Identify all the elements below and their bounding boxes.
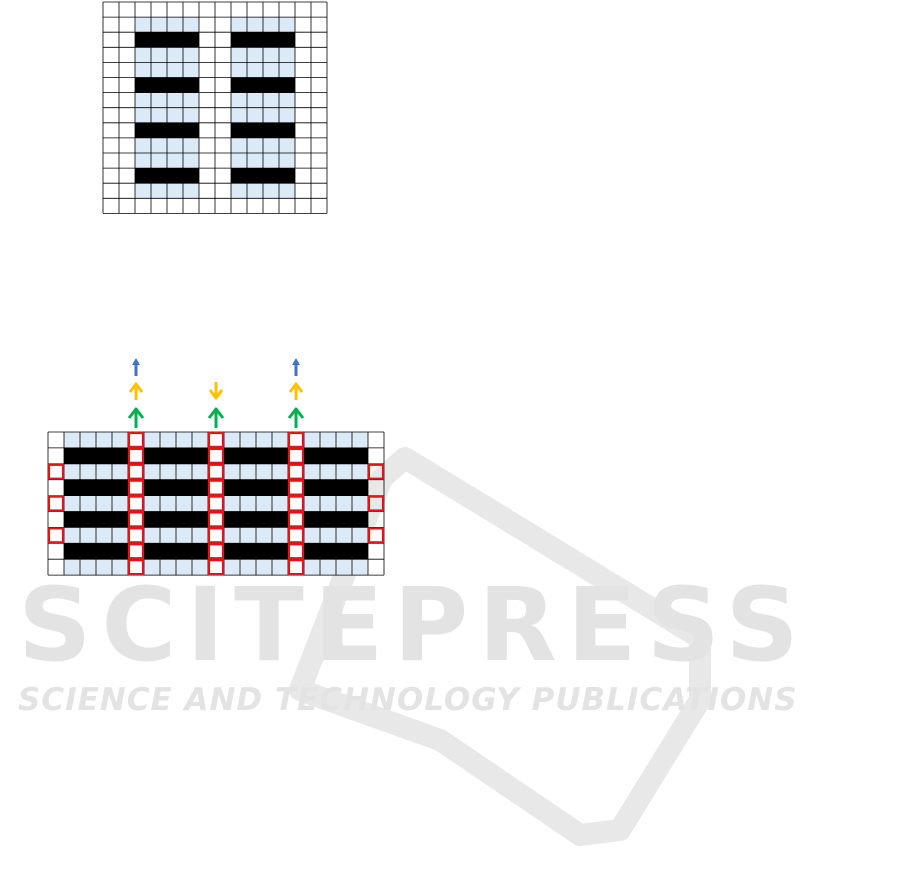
highlighted-cell bbox=[289, 449, 303, 463]
highlighted-cell bbox=[289, 433, 303, 447]
watermark-title: SCITEPRESS bbox=[18, 566, 809, 685]
highlighted-cell bbox=[209, 513, 223, 527]
highlighted-cell bbox=[289, 528, 303, 542]
blue-up-arrow-icon bbox=[135, 364, 138, 376]
blue-up-arrow-icon bbox=[132, 358, 140, 365]
highlighted-cell bbox=[289, 497, 303, 511]
highlighted-cell bbox=[129, 449, 143, 463]
highlighted-cell bbox=[289, 544, 303, 558]
direction-arrows bbox=[129, 358, 303, 428]
highlighted-cell bbox=[129, 481, 143, 495]
highlighted-cell bbox=[209, 528, 223, 542]
highlighted-cell bbox=[49, 497, 63, 511]
highlighted-cell bbox=[289, 513, 303, 527]
highlighted-cell bbox=[209, 497, 223, 511]
highlighted-cell bbox=[209, 465, 223, 479]
highlighted-cell bbox=[289, 465, 303, 479]
highlighted-cell bbox=[209, 433, 223, 447]
highlighted-cell bbox=[129, 544, 143, 558]
highlighted-cell bbox=[209, 544, 223, 558]
highlighted-cell bbox=[129, 528, 143, 542]
highlighted-cell bbox=[129, 433, 143, 447]
highlighted-cell bbox=[129, 513, 143, 527]
highlighted-cell bbox=[129, 497, 143, 511]
watermark: SCITEPRESS SCIENCE AND TECHNOLOGY PUBLIC… bbox=[18, 458, 809, 835]
highlighted-cell bbox=[209, 449, 223, 463]
watermark-tagline: SCIENCE AND TECHNOLOGY PUBLICATIONS bbox=[18, 682, 798, 718]
highlighted-cell bbox=[289, 481, 303, 495]
highlighted-cell bbox=[209, 481, 223, 495]
blue-up-arrow-icon bbox=[292, 358, 300, 365]
highlighted-cell bbox=[129, 465, 143, 479]
blue-up-arrow-icon bbox=[295, 364, 298, 376]
highlighted-cell bbox=[49, 465, 63, 479]
bottom-grid-figure bbox=[48, 432, 384, 575]
highlighted-cell bbox=[49, 528, 63, 542]
top-grid-figure bbox=[103, 2, 327, 213]
